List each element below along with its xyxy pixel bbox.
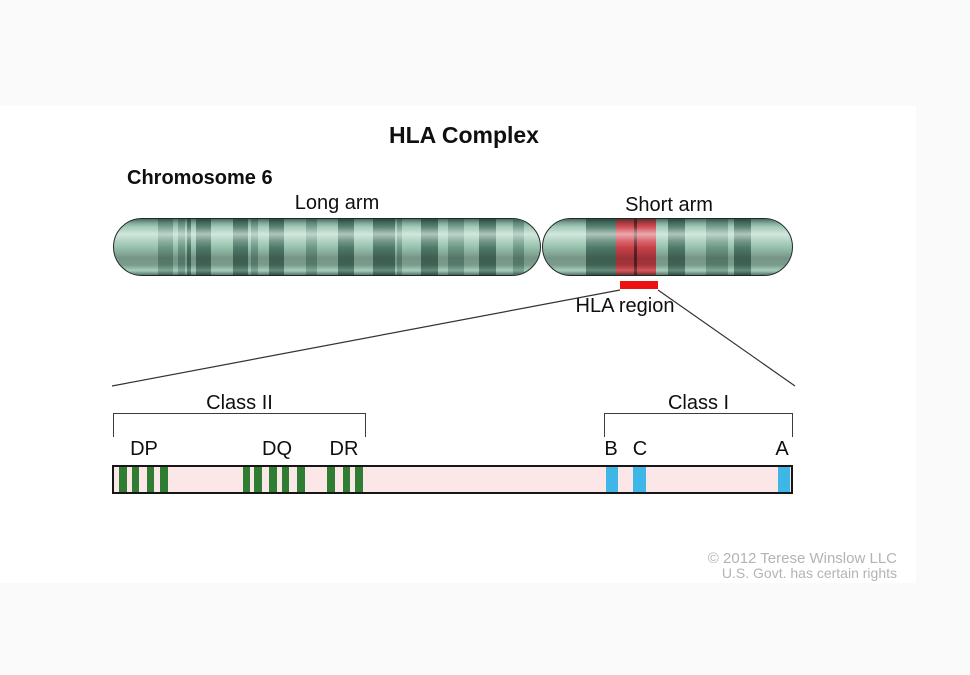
gene-map-bar [112,465,793,494]
class-i-label: Class I [667,392,730,414]
diagram-title: HLA Complex [389,122,539,148]
hla-region-label: HLA region [575,295,675,317]
gene-label-c: C [632,438,648,460]
gene-stripe-dq [297,467,305,492]
gene-label-dq: DQ [262,438,292,460]
long-arm-label: Long arm [294,192,380,214]
gene-stripe-dq [282,467,289,492]
gene-stripe-dp [160,467,168,492]
copyright-line-1: © 2012 Terese Winslow LLC [707,550,897,567]
gene-stripe-dr [355,467,363,492]
gene-stripe-c [633,467,646,492]
gene-stripe-dr [327,467,335,492]
gene-label-dp: DP [130,438,158,460]
copyright-line-2: U.S. Govt. has certain rights [721,565,897,581]
gene-stripe-dp [132,467,139,492]
chromosome-long-arm [113,218,541,276]
gene-stripe-dr [343,467,350,492]
gene-stripe-b [606,467,618,492]
gene-stripe-dp [147,467,154,492]
gene-stripe-dp [119,467,127,492]
class-ii-label: Class II [206,392,273,414]
chromosome-6-label: Chromosome 6 [127,167,273,189]
gene-stripe-dq [243,467,250,492]
chromosome-gloss [543,219,792,275]
gene-stripe-a [778,467,790,492]
gene-label-a: A [775,438,789,460]
chromosome-gloss [114,219,540,275]
class-i-bracket [604,413,793,437]
gene-label-b: B [604,438,618,460]
hla-region-marker [620,281,658,289]
short-arm-label: Short arm [625,194,713,216]
chromosome-short-arm [542,218,793,276]
class-ii-bracket [113,413,366,437]
gene-stripe-dq [254,467,262,492]
gene-stripe-dq [269,467,277,492]
gene-label-dr: DR [329,438,359,460]
